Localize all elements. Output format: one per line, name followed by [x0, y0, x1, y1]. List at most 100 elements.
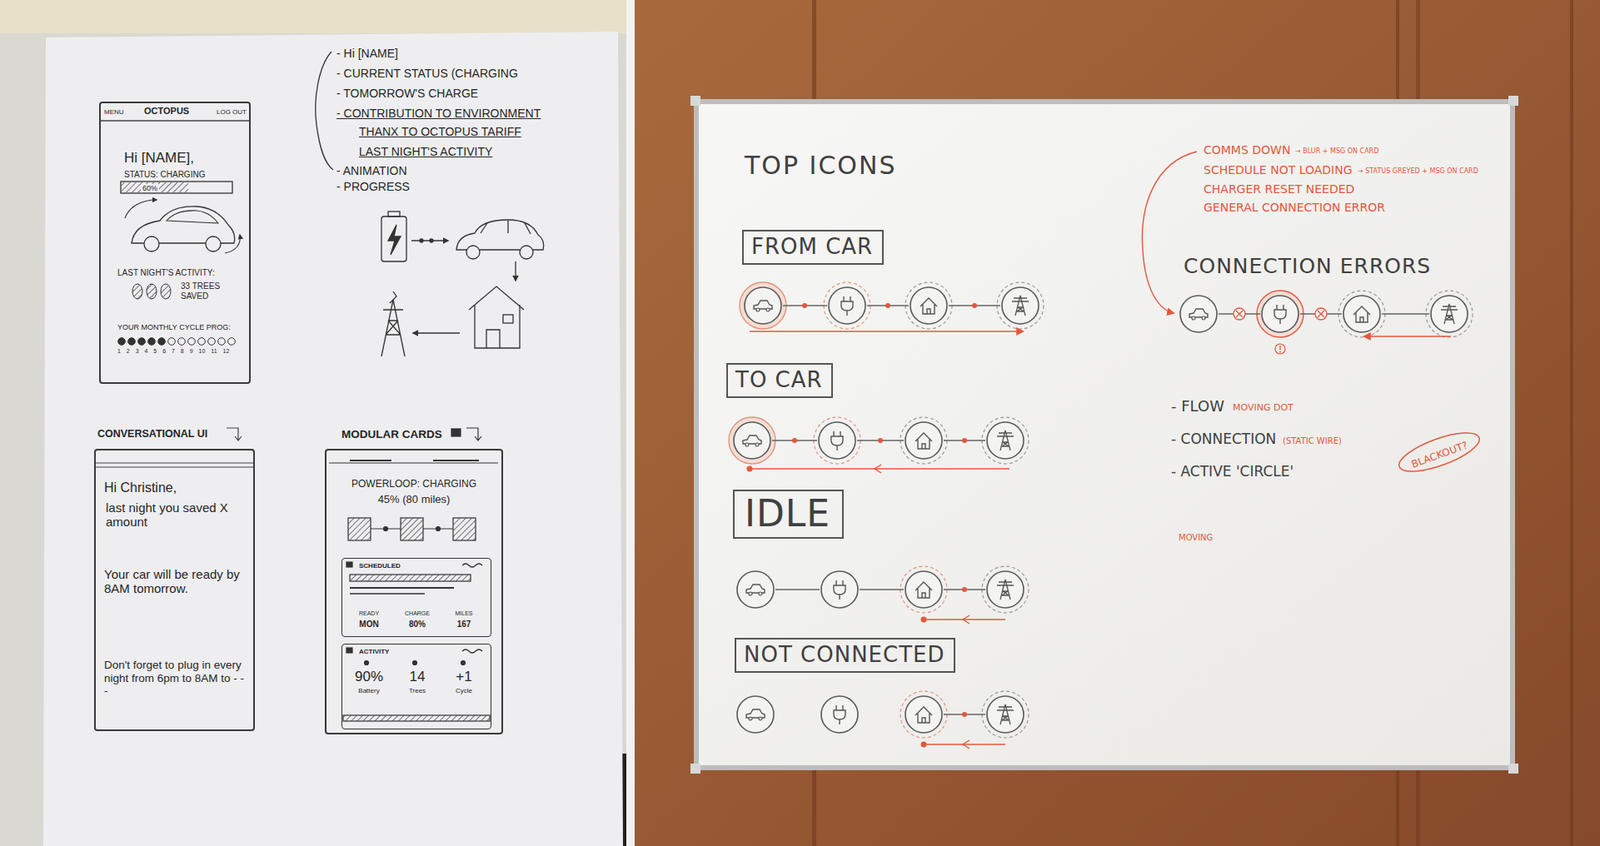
phone-sketch-art [160, 284, 171, 300]
not-connected-row [962, 740, 970, 749]
cycle-dots [168, 338, 176, 346]
connection-errors-row [1279, 345, 1281, 350]
cards-sketch-art [370, 528, 454, 529]
bullet-note: - CONNECTION [1171, 431, 1277, 449]
phone-sketch-art [124, 199, 157, 219]
connection-errors-row [1236, 310, 1243, 318]
cards-sketch-art [462, 563, 483, 568]
whiteboard [1508, 763, 1519, 774]
to-car-row [981, 417, 1029, 464]
notes-sketch-art [388, 211, 400, 217]
screen-heading: MODULAR CARDS [341, 428, 443, 442]
stat-value: 167 [440, 619, 488, 630]
stat-label: Trees [393, 687, 441, 695]
not-connected-row [961, 712, 967, 718]
connection-errors-row [1261, 295, 1299, 333]
from-car-row [739, 282, 787, 329]
not-connected-row [905, 696, 943, 733]
note-text: - Hi [NAME] [336, 46, 399, 60]
stat-label: MILES [440, 610, 488, 618]
cycle-dots [138, 338, 146, 346]
phone-sketch-art [132, 284, 143, 300]
note-text: - TOMORROW'S CHARGE [336, 86, 479, 100]
card-heading: ACTIVITY [358, 647, 389, 656]
to-car-row [749, 468, 1010, 469]
idle-row [961, 587, 967, 593]
cycle-numbers: 1 2 3 4 5 6 7 8 9 10 11 12 [117, 348, 230, 355]
wood-wall [1570, 0, 1574, 846]
error-note: CHARGER RESET NEEDED [1203, 182, 1355, 196]
annotation: MOVING DOT [1232, 403, 1294, 414]
error-note: COMMS DOWN [1203, 143, 1291, 157]
trees-saved-text: 33 TREES SAVED [180, 281, 233, 301]
not-connected-row [981, 691, 1029, 738]
stat-value: MON [345, 619, 393, 630]
greeting-text: Hi [NAME], [124, 149, 195, 167]
stat-value: 80% [393, 619, 441, 630]
wood-wall [634, 0, 1600, 846]
state-name: IDLE [744, 493, 831, 536]
stat-value: 90% [345, 668, 393, 686]
cards-sketch-art [400, 518, 424, 541]
to-car-row [874, 464, 882, 474]
idle-row [905, 571, 943, 609]
state-label-box: IDLE [732, 489, 844, 539]
connection-errors-row [1343, 295, 1381, 333]
bullet-note: - FLOW [1171, 398, 1225, 416]
phone-sketch-art [100, 119, 250, 121]
connection-errors-row [1430, 295, 1468, 333]
whiteboard [690, 763, 701, 774]
cards-sketch-art [466, 428, 482, 441]
connection-errors-row [1364, 335, 1451, 337]
connection-errors-row [1141, 151, 1197, 314]
board-heading: CONNECTION ERRORS [1183, 254, 1431, 280]
state-name: TO CAR [735, 368, 823, 394]
connection-errors-row [1180, 295, 1217, 333]
from-car-row [802, 303, 808, 309]
phone-wireframe: MENUOCTOPUSLOG OUTHi [NAME],STATUS: CHAR… [99, 101, 251, 384]
chat-screen: CONVERSATIONAL UIHi Christine,last night… [94, 448, 255, 732]
notes-sketch-art [315, 51, 334, 170]
chat-sketch-art [95, 463, 254, 468]
notes-sketch-art [419, 239, 424, 243]
cards-sketch-art [346, 562, 353, 568]
from-car-row [782, 304, 1001, 307]
idle-row [821, 571, 858, 609]
from-car-row [885, 303, 891, 309]
percent-text: 60% [140, 184, 160, 193]
stat-value: +1 [440, 668, 488, 686]
logo-text: OCTOPUS [144, 105, 190, 117]
notes-sketch-art [466, 245, 480, 260]
chat-message: Don't forget to plug in every night from… [104, 658, 248, 698]
cycle-dots [148, 338, 156, 346]
notes-sketch-art [429, 239, 434, 243]
connection-errors-row [1233, 308, 1246, 320]
to-car-row [792, 438, 798, 444]
phone-sketch-art [146, 284, 157, 300]
from-car-row [1001, 287, 1039, 324]
screen-heading: CONVERSATIONAL UI [97, 428, 208, 440]
card-heading: SCHEDULED [358, 562, 401, 570]
whiteboard [690, 95, 701, 106]
connection-errors-row [1425, 290, 1473, 338]
note-ellipse: BLACKOUT? [1393, 423, 1485, 481]
stat-label: Battery [345, 687, 393, 695]
from-car-row [823, 282, 871, 329]
from-car-row [996, 282, 1044, 329]
phone-sketch-art [100, 120, 250, 345]
note-text: THANX TO OCTOPUS TARIFF [358, 124, 522, 139]
to-car-row [961, 438, 967, 444]
to-car-row [818, 422, 856, 459]
logout-label: LOG OUT [216, 108, 247, 116]
cycle-dots [128, 338, 136, 346]
activity-card: ACTIVITY90%Battery14Trees+1Cycle [341, 643, 492, 730]
notes-sketch-art [514, 261, 516, 281]
cards-sketch-art [436, 527, 441, 532]
from-car-row [910, 287, 948, 324]
connection-errors-row [1315, 308, 1327, 320]
cycle-dots [228, 338, 236, 346]
notes-sketch-art [503, 314, 514, 324]
cycle-heading: YOUR MONTHLY CYCLE PROG: [117, 323, 231, 332]
